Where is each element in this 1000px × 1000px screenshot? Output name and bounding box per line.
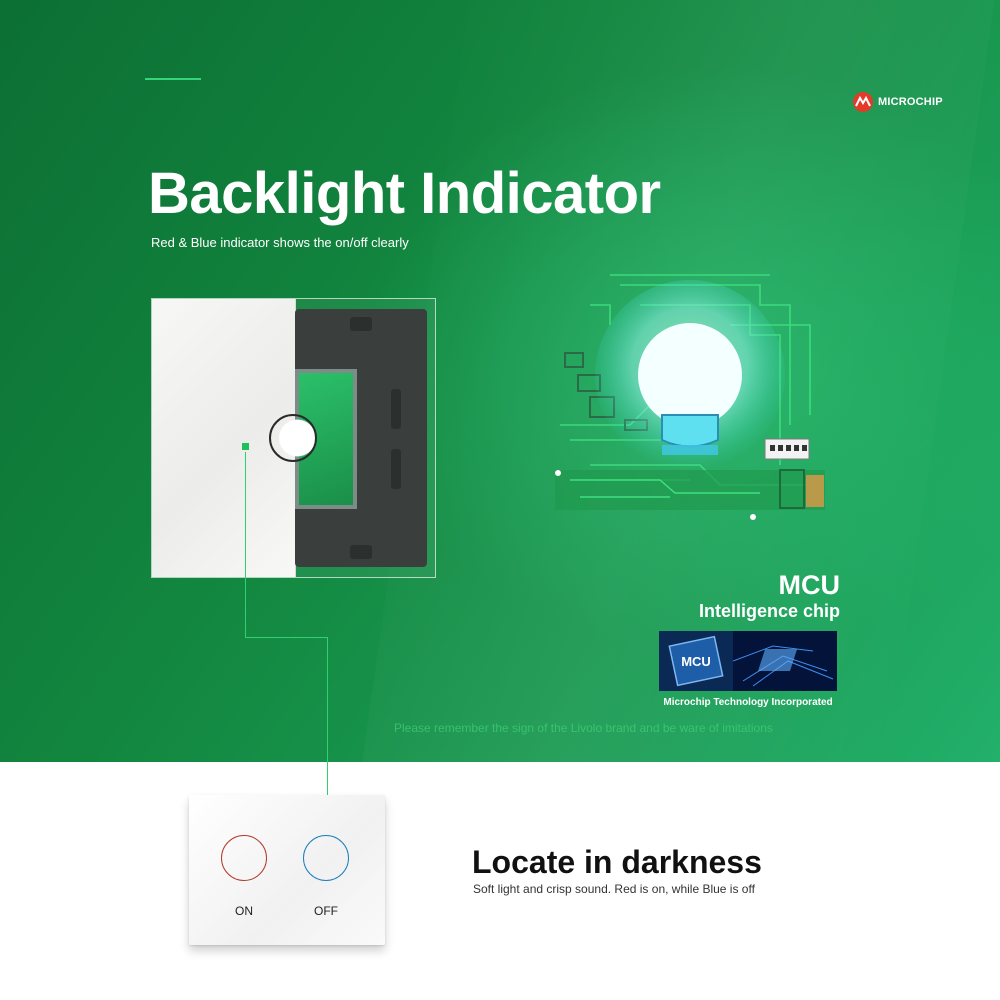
mcu-subtitle: Intelligence chip	[698, 601, 840, 621]
touch-button-icon[interactable]	[269, 414, 317, 462]
chip-label: MCU	[681, 654, 711, 669]
page-subtitle: Red & Blue indicator shows the on/off cl…	[151, 235, 409, 250]
off-button[interactable]	[303, 835, 349, 881]
chip-caption: Microchip Technology Incorporated	[663, 697, 833, 708]
hero-banner: MICROCHIP Backlight Indicator Red & Blue…	[0, 0, 1000, 762]
microchip-logo-icon	[853, 92, 873, 112]
mcu-title: MCU	[778, 570, 841, 600]
on-button[interactable]	[221, 835, 267, 881]
led-bulb-icon	[638, 323, 742, 455]
page-title: Backlight Indicator	[148, 161, 661, 226]
leader-line	[245, 452, 246, 637]
leader-line	[245, 637, 327, 638]
switch-plate	[151, 298, 436, 578]
brand-name: MICROCHIP	[878, 96, 943, 108]
accent-line	[145, 78, 201, 80]
brand-reminder: Please remember the sign of the Livolo b…	[394, 721, 773, 735]
chip-images: MCU	[659, 631, 837, 691]
chip-die-icon	[733, 631, 837, 691]
chip-icon: MCU	[659, 631, 733, 691]
darkness-subtitle: Soft light and crisp sound. Red is on, w…	[473, 882, 755, 896]
brand-logo: MICROCHIP	[852, 91, 943, 113]
circuit-board-icon	[555, 274, 825, 520]
on-label: ON	[235, 904, 253, 918]
darkness-title: Locate in darkness	[472, 844, 762, 880]
indicator-led	[242, 443, 249, 450]
off-label: OFF	[314, 904, 338, 918]
switch-card: ON OFF	[189, 795, 385, 945]
leader-line	[327, 637, 328, 827]
